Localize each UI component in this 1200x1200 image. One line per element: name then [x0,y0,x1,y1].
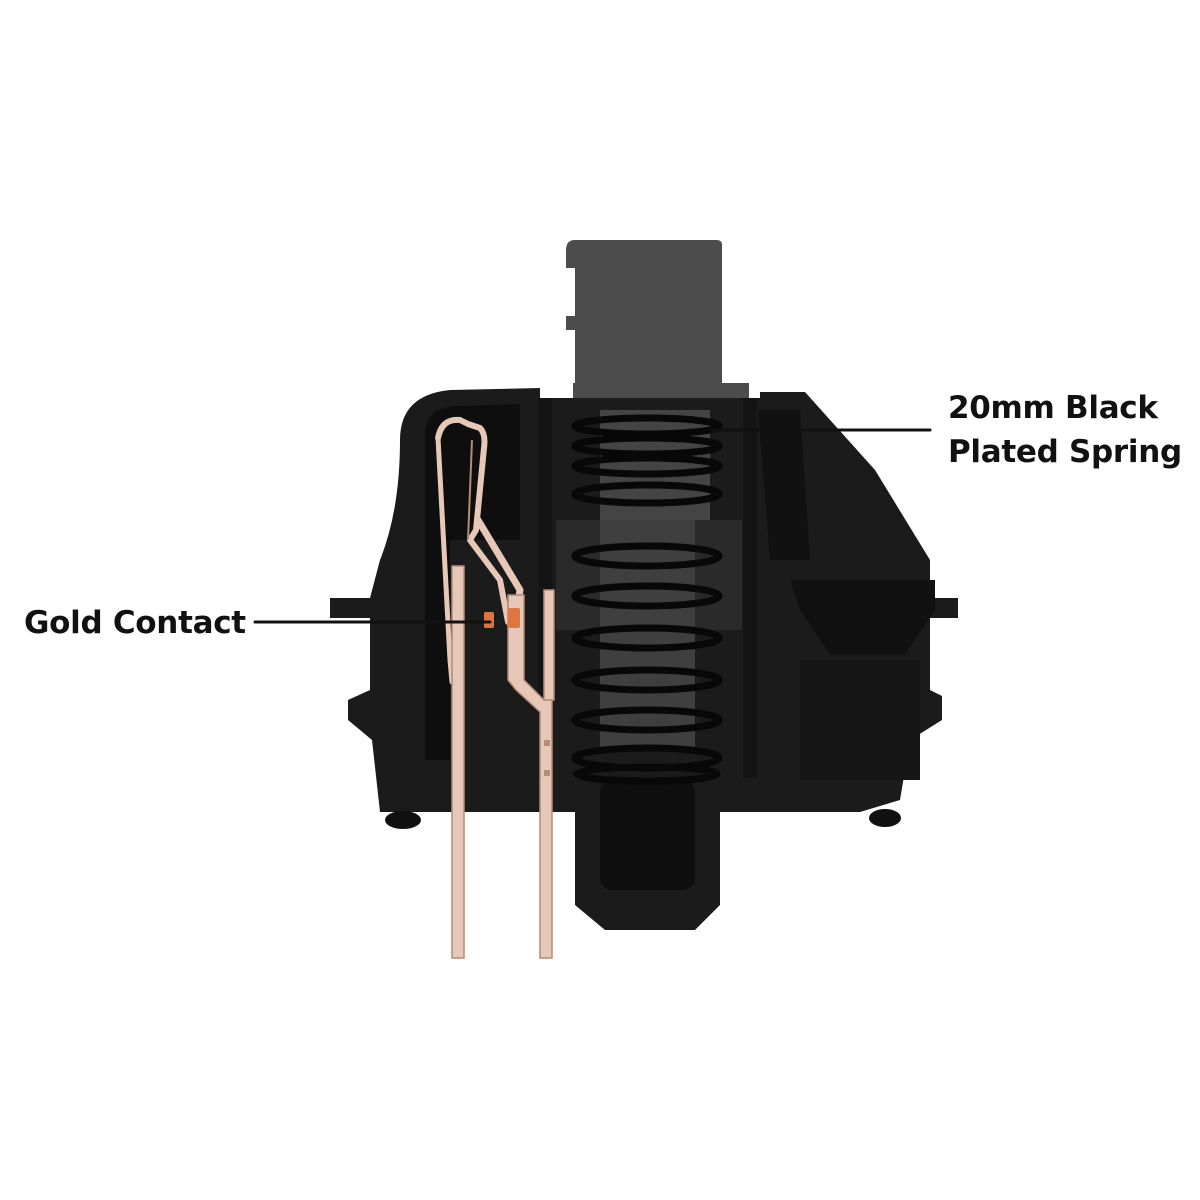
contact-callout-text: Gold Contact [24,605,246,641]
metal-contact-leaves [435,416,555,959]
callout-leader-lines [253,428,932,624]
spring-callout-line2: Plated Spring [948,434,1182,470]
contact-callout-label: Gold Contact [24,601,246,645]
spring-callout-label: 20mm Black Plated Spring [948,386,1182,474]
black-plated-spring [571,414,723,785]
spring-callout-line1: 20mm Black [948,390,1158,426]
switch-housing [330,388,958,930]
